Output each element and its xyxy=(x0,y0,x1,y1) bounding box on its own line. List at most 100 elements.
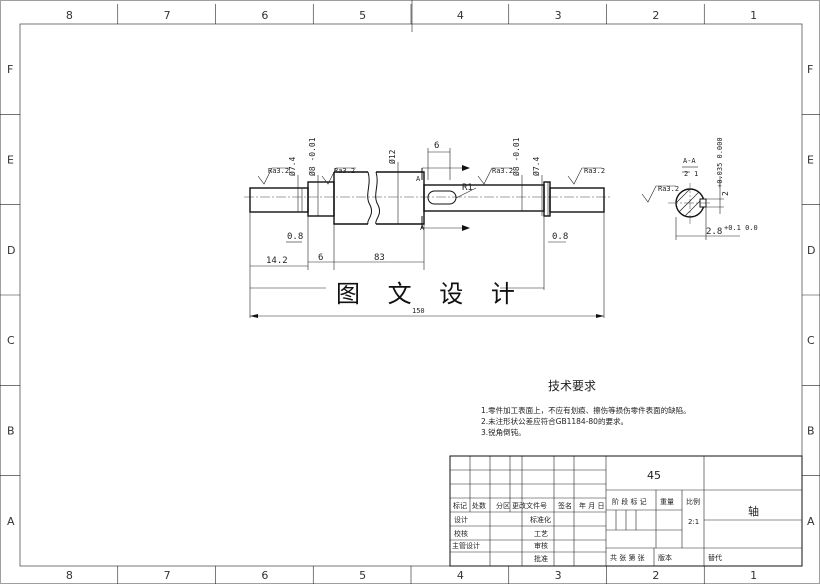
section-view: A-A 2 1 Ra3.2 2 +0.035 0.000 2.8 +0.1 0.… xyxy=(641,137,758,240)
material: 45 xyxy=(647,469,661,482)
role-approve: 批准 xyxy=(534,554,548,563)
zone-row-left-C: C xyxy=(7,334,15,347)
title-block: 45 轴 阶 段 标 记 重量 比例 2:1 标记处数 分区更改文件号 签名年 月 … xyxy=(449,455,803,567)
note-1: 1.零件加工表面上，不应有划痕、擦伤等损伤零件表面的缺陷。 xyxy=(481,405,691,415)
roughness-1: Ra3.2 xyxy=(268,167,289,175)
section-fraction-bottom: 1 xyxy=(694,170,698,178)
roughness-4: Ra3.2 xyxy=(584,167,605,175)
title-block-header: 标记处数 分区更改文件号 签名年 月 日 xyxy=(453,501,604,510)
length-dims: 0.8 14.2 6 83 0.8 150 xyxy=(249,212,605,318)
dim-len-total: 150 xyxy=(412,307,425,315)
zone-row-right-C: C xyxy=(807,334,815,347)
zone-col-top-1: 1 xyxy=(750,9,757,22)
note-2: 2.未注形状公差应符合GB1184-80的要求。 xyxy=(481,416,628,426)
zone-rows-left: F E D C B A xyxy=(0,63,20,528)
tb-header-5: 年 月 日 xyxy=(579,501,604,510)
note-3: 3.锐角倒钝。 xyxy=(481,427,526,437)
zone-col-top-6: 6 xyxy=(261,9,268,22)
zone-row-left-B: B xyxy=(7,425,15,438)
zone-col-bottom-6: 6 xyxy=(261,569,268,582)
zone-columns-top: 8 7 6 5 4 3 2 1 xyxy=(66,4,757,24)
break-line-left xyxy=(367,171,373,225)
weight-label: 重量 xyxy=(660,498,674,506)
keyway-dims: 6 A A R1 xyxy=(416,141,477,232)
scale-value: 2:1 xyxy=(688,518,699,526)
zone-rows-right: F E D C B A xyxy=(802,63,820,528)
dim-dia-right: Ø7.4 xyxy=(531,157,541,176)
dim-section-width-tol: +0.035 0.000 xyxy=(716,137,724,188)
dim-section-depth: 2.8 xyxy=(706,227,722,237)
zone-col-bottom-8: 8 xyxy=(66,569,73,582)
zone-columns-bottom: 8 7 6 5 4 3 2 1 xyxy=(66,566,757,584)
tb-header-0: 标记 xyxy=(453,501,467,510)
dim-section-depth-tol: +0.1 0.0 xyxy=(724,224,758,232)
section-fraction-top: 2 xyxy=(684,170,688,178)
zone-row-right-E: E xyxy=(807,154,814,167)
section-label: A-A xyxy=(683,157,696,165)
zone-row-right-A: A xyxy=(807,515,815,528)
dim-keyway-width: 6 xyxy=(434,141,439,151)
right-end xyxy=(549,187,605,213)
sheets: 共 张 第 张 xyxy=(610,553,645,562)
zone-col-top-3: 3 xyxy=(555,9,562,22)
keyway-slot xyxy=(427,190,457,205)
tb-header-2: 分区 xyxy=(496,501,510,510)
role-process: 工艺 xyxy=(534,530,548,538)
roughness-2: Ra3.2 xyxy=(334,167,355,175)
dim-len-83: 83 xyxy=(374,253,385,263)
break-line-right xyxy=(375,171,381,225)
stage-label: 阶 段 标 记 xyxy=(612,497,647,506)
replace: 替代 xyxy=(708,553,722,562)
cut-mark-bottom: A xyxy=(420,224,425,232)
dim-len-6: 6 xyxy=(318,253,323,263)
zone-col-bottom-7: 7 xyxy=(164,569,171,582)
dim-len-left: 14.2 xyxy=(266,256,288,266)
scale-label: 比例 xyxy=(686,497,700,506)
roughness-3: Ra3.2 xyxy=(492,167,513,175)
role-review: 审核 xyxy=(534,541,548,550)
part-name: 轴 xyxy=(748,504,759,518)
tb-header-4: 签名 xyxy=(558,501,572,510)
dim-radius: R1 xyxy=(462,183,473,193)
dim-len-shoulder-right: 0.8 xyxy=(552,232,568,242)
role-check: 校核 xyxy=(454,529,468,538)
shaft-main-view xyxy=(244,171,610,225)
dim-section-width: 2 xyxy=(721,191,730,196)
zone-col-top-2: 2 xyxy=(652,9,659,22)
dim-dia-left: Ø7.4 xyxy=(287,157,297,176)
roughness-symbols: Ra3.2 Ra3.2 Ra3.2 Ra3.2 xyxy=(257,167,605,185)
zone-row-right-D: D xyxy=(807,244,815,257)
zone-row-left-F: F xyxy=(7,63,13,76)
tb-header-3: 更改文件号 xyxy=(512,501,547,510)
dim-dia-right2: Ø8 -0.01 xyxy=(511,137,521,176)
zone-row-right-B: B xyxy=(807,425,815,438)
role-lead: 主管设计 xyxy=(452,541,480,550)
role-design: 设计 xyxy=(454,515,468,524)
dim-dia-left2: Ø8 -0.01 xyxy=(307,137,317,176)
zone-col-top-8: 8 xyxy=(66,9,73,22)
cut-mark-top: A xyxy=(416,175,421,183)
version: 版本 xyxy=(658,553,672,562)
zone-col-bottom-2: 2 xyxy=(652,569,659,582)
zone-col-top-5: 5 xyxy=(359,9,366,22)
watermark-bg xyxy=(326,272,500,308)
notes-title: 技术要求 xyxy=(548,379,596,393)
zone-col-bottom-5: 5 xyxy=(359,569,366,582)
zone-col-top-4: 4 xyxy=(457,9,464,22)
zone-col-bottom-3: 3 xyxy=(555,569,562,582)
zone-col-top-7: 7 xyxy=(164,9,171,22)
zone-col-bottom-4: 4 xyxy=(457,569,464,582)
zone-row-right-F: F xyxy=(807,63,813,76)
zone-col-bottom-1: 1 xyxy=(750,569,757,582)
watermark-text: 图 文 设 计 xyxy=(336,280,525,308)
zone-row-left-D: D xyxy=(7,244,15,257)
roughness-5: Ra3.2 xyxy=(658,185,679,193)
dim-len-shoulder-left: 0.8 xyxy=(287,232,303,242)
role-standard: 标准化 xyxy=(530,515,551,524)
tb-header-1: 处数 xyxy=(472,501,486,510)
zone-row-left-E: E xyxy=(7,154,14,167)
dim-dia-mid: Ø12 xyxy=(387,149,397,164)
zone-row-left-A: A xyxy=(7,515,15,528)
diameter-dims: Ø7.4 Ø8 -0.01 Ø12 Ø8 -0.01 Ø7.4 xyxy=(287,137,543,224)
